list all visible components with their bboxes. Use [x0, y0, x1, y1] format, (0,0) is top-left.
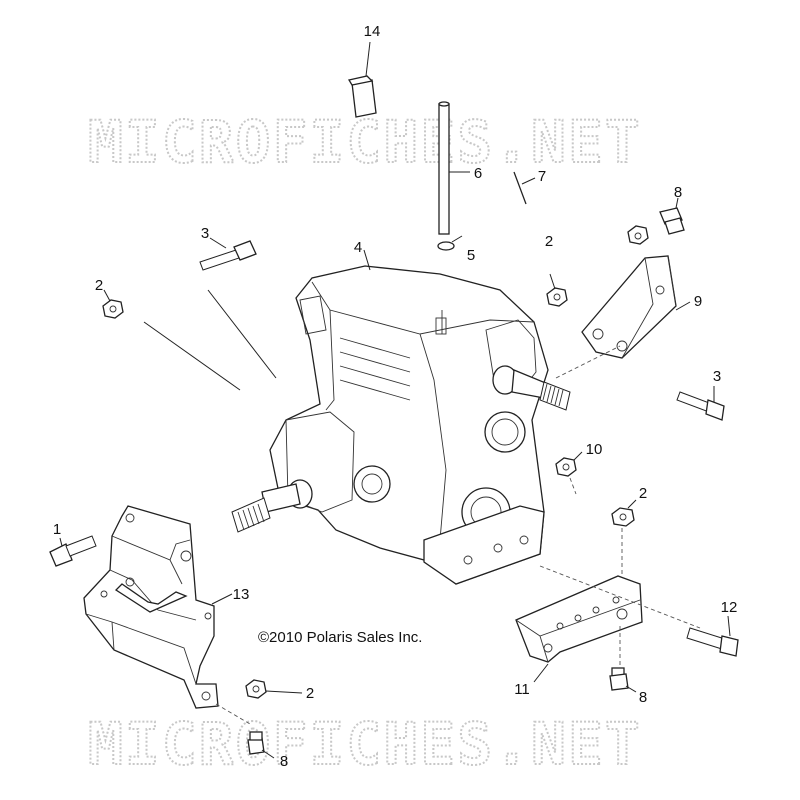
- part-8-bolt-lower-left: [247, 731, 275, 759]
- callout-3-right: 3: [713, 368, 721, 385]
- part-9-bracket: [581, 255, 691, 359]
- callout-3-left: 3: [201, 225, 209, 242]
- right-output-shaft: [492, 345, 621, 411]
- callout-9: 9: [694, 293, 702, 310]
- callout-2-lower: 2: [306, 685, 314, 702]
- callout-8-lower-left: 8: [280, 753, 288, 770]
- callout-2-left: 2: [95, 277, 103, 294]
- callout-2-right: 2: [639, 485, 647, 502]
- callout-8-top: 8: [674, 184, 682, 201]
- callout-2-center: 2: [545, 233, 553, 250]
- part-11-bracket: [515, 565, 701, 683]
- part-1-bolt: [49, 535, 97, 567]
- part-2-nut-center: [546, 273, 568, 307]
- part-2-nut-right: [611, 499, 637, 578]
- part-3-bolt-left: [199, 237, 257, 271]
- part-13-bracket: [83, 505, 233, 709]
- callout-14: 14: [364, 23, 381, 40]
- left-output-shaft: [231, 479, 313, 533]
- callout-12: 12: [721, 599, 738, 616]
- callout-5: 5: [467, 247, 475, 264]
- callout-13: 13: [233, 586, 250, 603]
- callout-6: 6: [474, 165, 482, 182]
- callout-1: 1: [53, 521, 61, 538]
- callout-4: 4: [354, 239, 362, 256]
- copyright-text: ©2010 Polaris Sales Inc.: [258, 629, 422, 646]
- callout-10: 10: [586, 441, 603, 458]
- watermark-top: MICROFICHES.NET: [88, 108, 642, 176]
- part-8-bolt-lower-right: [609, 667, 637, 693]
- callout-7: 7: [538, 168, 546, 185]
- callout-8-lower-right: 8: [639, 689, 647, 706]
- part-10-nut: [555, 451, 583, 495]
- part-4-transmission: [269, 249, 549, 585]
- part-14-cap: [347, 75, 377, 118]
- part-12-bolt: [686, 615, 739, 657]
- part-2-nut-left: [102, 289, 124, 319]
- part-5-plug: [437, 235, 463, 251]
- part-2-nut-lower: [215, 679, 303, 725]
- watermark-bottom: MICROFICHES.NET: [88, 710, 642, 778]
- part-6-rod: [438, 101, 470, 235]
- callout-11: 11: [514, 681, 530, 698]
- part-2-nut-near-9: [627, 225, 649, 245]
- part-8-bolt-top: [659, 197, 685, 235]
- part-7-pin: [513, 171, 536, 205]
- part-3-bolt-right: [676, 386, 725, 421]
